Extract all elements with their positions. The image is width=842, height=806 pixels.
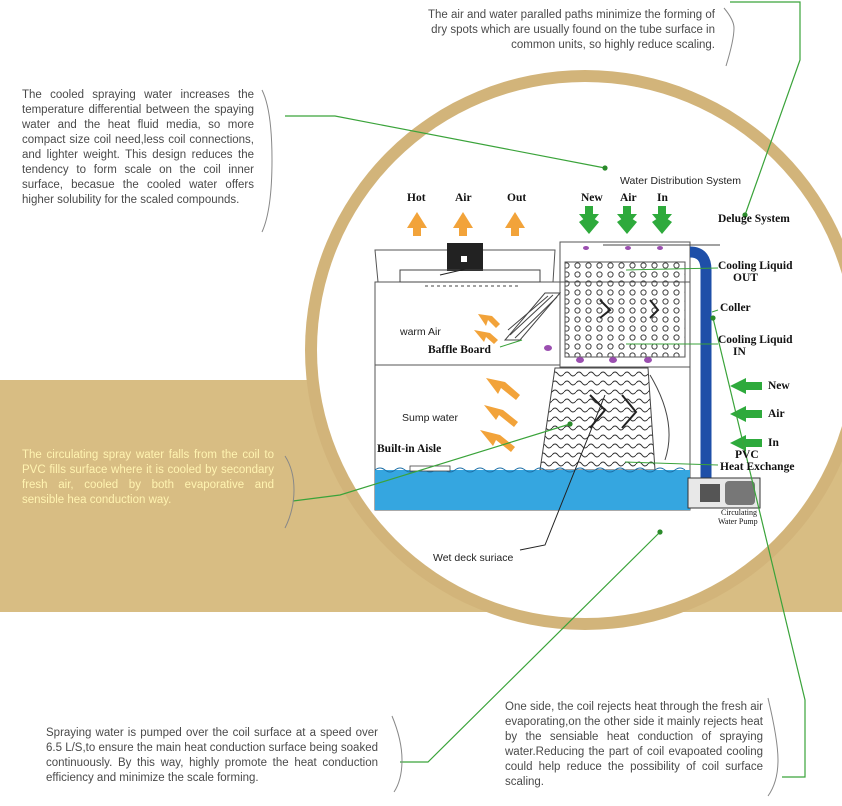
label-wet-deck: Wet deck suriace — [433, 552, 514, 564]
label-new-side: New — [768, 380, 790, 392]
label-hot: Hot — [407, 192, 426, 204]
label-cooling-in-2: IN — [733, 346, 746, 358]
fresh-air-side-arrows — [730, 378, 762, 451]
callout-line-fill — [292, 423, 571, 502]
label-water-distribution: Water Distribution System — [620, 175, 741, 187]
callout-line-coil — [712, 317, 806, 778]
fresh-air-down-arrows — [579, 206, 672, 234]
label-air-top: Air — [455, 192, 472, 204]
callout-line-deluge — [730, 1, 801, 216]
label-in-top: In — [657, 192, 668, 204]
tower-right-housing — [559, 241, 691, 368]
hot-air-up-arrows — [407, 212, 525, 236]
baffle-board — [503, 292, 562, 341]
label-pvc-1: PVC — [735, 449, 759, 461]
label-air-top-2: Air — [620, 192, 637, 204]
label-pvc-2: Heat Exchange — [720, 461, 795, 473]
label-warm-air: warm Air — [400, 326, 441, 338]
callout-line-distribution — [285, 115, 606, 169]
label-sump: Sump water — [402, 412, 459, 424]
label-pump-2: Water Pump — [718, 517, 758, 526]
label-cooling-out-2: OUT — [733, 272, 758, 284]
coil-block — [564, 261, 686, 358]
label-new-top: New — [581, 192, 603, 204]
label-baffle: Baffle Board — [428, 344, 491, 356]
circulation-pipe — [689, 246, 712, 488]
note-bottom-left: Spraying water is pumped over the coil s… — [46, 727, 378, 784]
label-cooling-out-1: Cooling Liquid — [718, 260, 793, 272]
label-out: Out — [507, 192, 527, 204]
note-top-left: The cooled spraying water increases the … — [22, 89, 254, 206]
note-top-right: The air and water paralled paths minimiz… — [427, 9, 715, 51]
label-deluge: Deluge System — [718, 213, 790, 225]
sump-water — [375, 470, 690, 510]
label-aisle: Built-in Aisle — [377, 443, 442, 455]
label-cooling-in-1: Cooling Liquid — [718, 334, 793, 346]
label-pump-1: Circulating — [721, 508, 757, 517]
label-coller: Coller — [720, 302, 751, 314]
label-air-side: Air — [768, 408, 785, 420]
note-bottom-right: One side, the coil rejects heat through … — [505, 701, 763, 788]
note-middle-left: The circulating spray water falls from t… — [22, 449, 274, 506]
spray-droplets — [544, 246, 663, 363]
label-in-side: In — [768, 437, 779, 449]
callout-line-pump — [400, 531, 661, 763]
tower-drawing — [374, 241, 761, 511]
warm-air-arrows — [474, 314, 520, 452]
